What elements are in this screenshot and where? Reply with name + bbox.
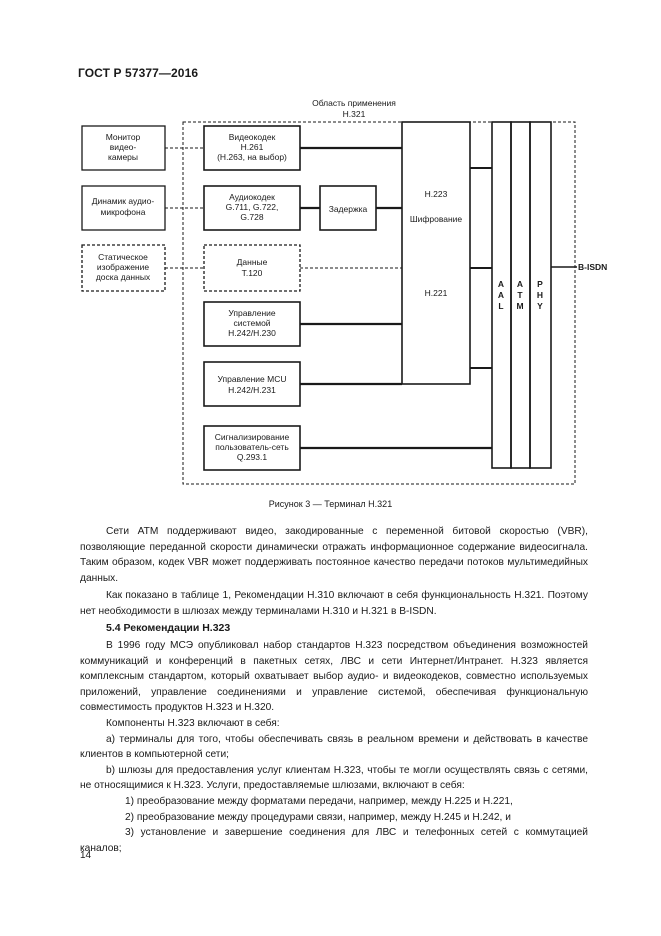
phy-letter-1: P — [537, 279, 543, 289]
section-heading: 5.4 Рекомендации Н.323 — [106, 622, 231, 634]
mcu-control-line1: Управление MCU — [218, 374, 287, 384]
b-isdn-label: B-ISDN — [578, 262, 607, 272]
aal-letter-2: A — [498, 290, 504, 300]
terminal-h321-diagram: Область применения Н.321 Монитор видео- … — [81, 98, 607, 485]
paragraph-components: Компоненты Н.323 включают в себя: — [106, 717, 280, 729]
video-codec-line2: Н.261 — [241, 142, 264, 152]
audio-codec-line2: G.711, G.722, — [226, 202, 279, 212]
camera-monitor-line1: Монитор — [106, 132, 141, 142]
paragraph-text: Сети АТМ поддерживают видео, закодирован… — [80, 526, 588, 584]
atm-letter-2: T — [517, 290, 523, 300]
camera-monitor-line3: камеры — [108, 152, 138, 162]
figure-caption: Рисунок 3 — Терминал Н.321 — [268, 499, 393, 509]
paragraph-atm-vbr: Сети АТМ поддерживают видео, закодирован… — [80, 524, 588, 586]
mux-encryption: Шифрование — [410, 214, 463, 224]
signalling-line1: Сигнализирование — [215, 432, 290, 442]
list-item-a: а) терминалы для того, чтобы обеспечиват… — [80, 733, 588, 761]
mux-h221: Н.221 — [425, 288, 448, 298]
speaker-mic-line1: Динамик аудио- — [92, 196, 155, 206]
audio-codec-line1: Аудиокодек — [229, 192, 275, 202]
h323-section-body: В 1996 году МСЭ опубликовал набор станда… — [80, 638, 588, 856]
still-image-line3: доска данных — [96, 272, 151, 282]
speaker-mic-line2: микрофона — [101, 207, 146, 217]
video-codec-line1: Видеокодек — [229, 132, 276, 142]
mux-block — [401, 121, 471, 385]
data-t120-line1: Данные — [237, 257, 268, 267]
paragraph-h323-intro: В 1996 году МСЭ опубликовал набор станда… — [80, 640, 588, 714]
signalling-line3: Q.293.1 — [237, 452, 268, 462]
data-t120-line2: Т.120 — [242, 268, 263, 278]
system-control-line3: Н.242/Н.230 — [228, 328, 276, 338]
still-image-line1: Статическое — [98, 252, 148, 262]
aal-letter-3: L — [498, 301, 503, 311]
phy-letter-2: H — [537, 290, 543, 300]
page-number: 14 — [80, 850, 92, 861]
signalling-line2: пользователь-сеть — [215, 442, 289, 452]
delay-label: Задержка — [329, 204, 368, 214]
aal-letter-1: A — [498, 279, 504, 289]
paragraph-h310: Как показано в таблице 1, Рекомендации Н… — [80, 588, 588, 619]
audio-codec-line3: G.728 — [240, 212, 263, 222]
camera-monitor-line2: видео- — [110, 142, 137, 152]
document-header: ГОСТ Р 57377—2016 — [78, 66, 199, 80]
mux-h223: Н.223 — [425, 189, 448, 199]
scope-boundary — [182, 121, 576, 485]
phy-column — [529, 121, 552, 469]
scope-label-line2: Н.321 — [343, 109, 366, 119]
phy-letter-3: Y — [537, 301, 543, 311]
system-control-line2: системой — [233, 318, 270, 328]
mcu-control-box — [203, 361, 301, 407]
list-subitem-1: 1) преобразование между форматами переда… — [125, 795, 513, 807]
atm-letter-1: A — [517, 279, 523, 289]
paragraph-text: Как показано в таблице 1, Рекомендации Н… — [80, 590, 588, 617]
list-subitem-2: 2) преобразование между процедурами связ… — [125, 811, 511, 823]
data-t120-box — [203, 244, 301, 292]
system-control-line1: Управление — [228, 308, 276, 318]
video-codec-line3: (Н.263, на выбор) — [217, 152, 287, 162]
mcu-control-line2: Н.242/Н.231 — [228, 385, 276, 395]
still-image-line2: изображение — [97, 262, 149, 272]
list-item-b: b) шлюзы для предоставления услуг клиент… — [80, 764, 588, 792]
list-subitem-3: 3) установление и завершение соединения … — [80, 827, 588, 854]
atm-letter-3: M — [516, 301, 523, 311]
scope-label-line1: Область применения — [312, 98, 396, 108]
